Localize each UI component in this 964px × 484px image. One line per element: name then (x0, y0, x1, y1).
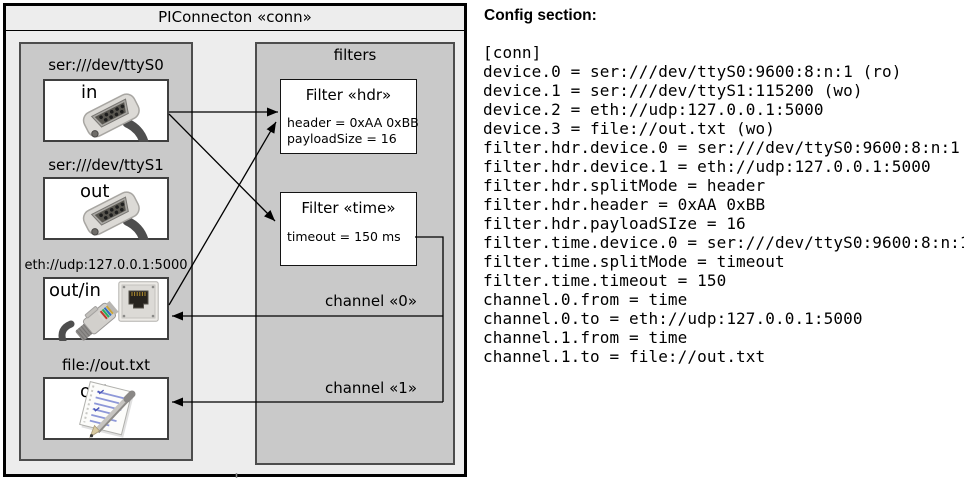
filter-attribute: payloadSize = 16 (287, 131, 397, 146)
config-line: filter.time.timeout = 150 (483, 271, 727, 290)
config-line: filter.hdr.device.1 = eth://udp:127.0.0.… (483, 157, 931, 176)
device-direction-label: in (81, 82, 98, 103)
filter-title: Filter «time» (301, 199, 396, 217)
title-separator (6, 30, 464, 31)
filter-hdr-box: Filter «hdr» header = 0xAA 0xBB payloadS… (280, 79, 419, 154)
config-line: filter.time.device.0 = ser:///dev/ttyS0:… (483, 233, 964, 252)
filters-panel-title: filters (333, 46, 377, 64)
rj45-cable-image (58, 300, 119, 341)
filter-time-box: Filter «time» timeout = 150 ms (280, 192, 417, 266)
config-line: filter.hdr.splitMode = header (483, 176, 766, 195)
device-box-ttyS0: in (43, 79, 169, 142)
config-line: channel.0.from = time (483, 290, 688, 309)
filter-attribute: timeout = 150 ms (287, 229, 401, 244)
config-line: filter.hdr.payloadSIze = 16 (483, 214, 746, 233)
config-line: channel.1.to = file://out.txt (483, 347, 766, 366)
channel-0-label: channel «0» (324, 292, 417, 310)
device-uri-label: ser:///dev/ttyS0 (48, 56, 164, 74)
notepad-pencil-icon (79, 381, 136, 438)
device-uri-label: ser:///dev/ttyS1 (48, 156, 164, 174)
device-box-eth: out/in (43, 277, 169, 341)
config-line: device.0 = ser:///dev/ttyS0:9600:8:n:1 (… (483, 62, 902, 81)
config-line: device.1 = ser:///dev/ttyS1:115200 (wo) (483, 81, 863, 100)
filter-title: Filter «hdr» (305, 86, 392, 104)
db9-serial-connector-image (82, 93, 149, 142)
filter-attribute: header = 0xAA 0xBB (287, 115, 419, 130)
device-uri-label: eth://udp:127.0.0.1:5000 (24, 258, 188, 273)
config-line: filter.hdr.device.0 = ser:///dev/ttyS0:9… (483, 138, 960, 157)
device-box-ttyS1: out (43, 177, 169, 240)
config-line: channel.1.from = time (483, 328, 688, 347)
channel-1-label: channel «1» (324, 379, 417, 397)
config-line: [conn] (483, 43, 542, 62)
config-line: device.2 = eth://udp:127.0.0.1:5000 (483, 100, 824, 119)
config-text: [conn] device.0 = ser:///dev/ttyS0:9600:… (483, 43, 964, 366)
device-direction-label: out (80, 181, 110, 202)
config-line: device.3 = file://out.txt (wo) (483, 119, 775, 138)
device-box-file: out (43, 377, 169, 440)
config-heading: Config section: (484, 7, 597, 24)
config-line: filter.hdr.header = 0xAA 0xBB (483, 195, 766, 214)
ethernet-jack-icon (118, 281, 159, 322)
device-uri-label: file://out.txt (62, 356, 150, 374)
config-line: filter.time.splitMode = timeout (483, 252, 785, 271)
device-direction-label: out/in (49, 280, 101, 301)
config-line: channel.0.to = eth://udp:127.0.0.1:5000 (483, 309, 863, 328)
diagram-title: PIConnecton «conn» (158, 8, 312, 26)
db9-serial-connector-image (82, 191, 149, 240)
